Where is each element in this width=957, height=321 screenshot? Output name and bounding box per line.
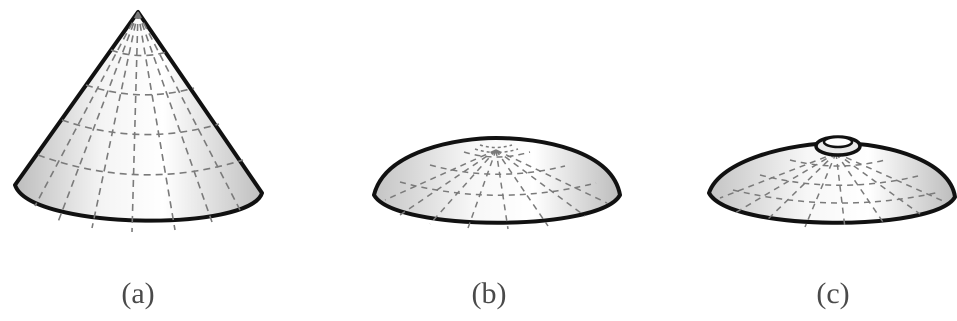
caption-c: (c) xyxy=(816,277,850,310)
caption-a: (a) xyxy=(121,277,155,310)
caption-b: (b) xyxy=(471,277,507,310)
dome-shape xyxy=(372,136,622,230)
dome-surface xyxy=(372,136,622,225)
cone-grid-lines xyxy=(34,11,244,233)
dome-grid-lines xyxy=(384,144,608,230)
cone-shape xyxy=(13,10,264,233)
open-dome-surface xyxy=(707,141,957,225)
opening-ring xyxy=(814,135,862,157)
open-dome-shape xyxy=(707,135,957,229)
open-dome-grid-lines xyxy=(719,152,944,229)
cone-surface xyxy=(13,10,264,223)
